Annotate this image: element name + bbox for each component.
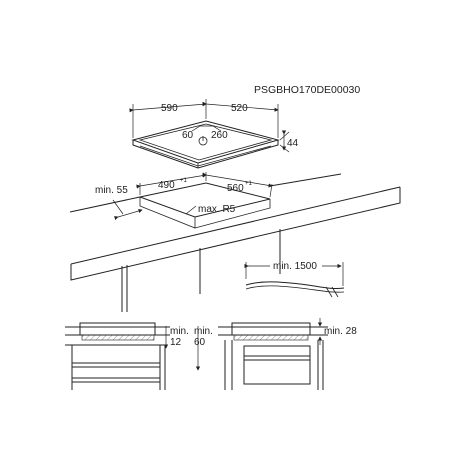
side-view-left: min. 12 min. 60 <box>65 322 213 390</box>
left-min-a-value: 12 <box>170 337 182 348</box>
hob-gap-right-label: 260 <box>211 130 228 141</box>
document-code: PSGBHO170DE00030 <box>254 84 360 96</box>
hob-section-left <box>79 322 156 336</box>
edge-distance-label: min. 55 <box>95 185 128 196</box>
right-min-label: min. 28 <box>324 326 357 337</box>
power-icon <box>198 136 208 146</box>
countertop-front-edge <box>70 186 401 265</box>
cable-length-label: min. 1500 <box>273 261 317 272</box>
left-min-b-value: 60 <box>194 337 206 348</box>
countertop-drawing: 490 +1 560 +1 max. R5 min. 55 <box>69 172 401 312</box>
countertop-back-edge <box>69 196 141 213</box>
oven-below <box>243 345 311 385</box>
side-view-right: min. 28 <box>218 318 357 390</box>
power-cable <box>245 281 345 289</box>
hob-depth-label: 520 <box>231 103 248 114</box>
cutout-depth-label: 560 <box>227 183 244 194</box>
hob-width-label: 590 <box>161 103 178 114</box>
cutout-depth-tolerance: +1 <box>245 181 253 187</box>
hob-glass-inner <box>138 123 273 161</box>
cutout-width-tolerance: +1 <box>180 178 188 184</box>
left-min-a-label: min. <box>170 326 189 337</box>
cutout-radius-label: max. R5 <box>198 204 236 215</box>
hob-gap-left-label: 60 <box>182 130 194 141</box>
left-min-b-label: min. <box>194 326 213 337</box>
hob-drawing: 590 520 60 260 44 <box>129 99 299 169</box>
cutout-width-label: 490 <box>158 180 175 191</box>
hob-thickness-label: 44 <box>287 138 299 149</box>
hob-lower-body <box>139 145 272 167</box>
hob-section-right <box>231 322 311 336</box>
cable-drawing: min. 1500 <box>244 261 345 298</box>
hob-top-surface <box>131 120 280 164</box>
